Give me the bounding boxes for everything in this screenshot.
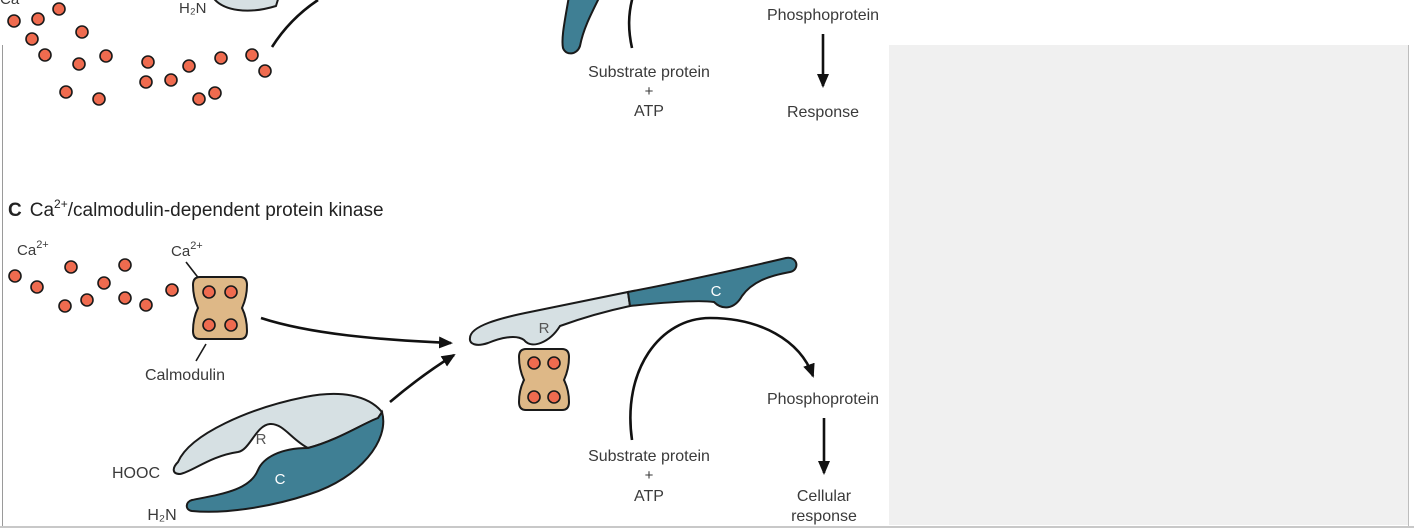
calcium-ion xyxy=(193,93,205,105)
calcium-ion xyxy=(59,300,71,312)
calcium-ion xyxy=(100,50,112,62)
regulatory-domain-fragment xyxy=(212,0,279,11)
calcium-ion xyxy=(53,3,65,15)
substrate-arc-top xyxy=(629,0,633,48)
calcium-ion xyxy=(60,86,72,98)
response-label-line2: response xyxy=(791,508,857,525)
calcium-ion xyxy=(9,270,21,282)
calcium-ion xyxy=(31,281,43,293)
panel-letter: C xyxy=(8,200,22,221)
substrate-label: Substrate protein xyxy=(588,448,710,465)
calcium-ion xyxy=(119,292,131,304)
binding-arrow xyxy=(261,318,451,343)
calcium-ion xyxy=(203,286,215,298)
calcium-ion xyxy=(225,319,237,331)
calcium-ion xyxy=(32,13,44,25)
h2n-label-top: H₂N xyxy=(179,0,207,17)
calcium-ion xyxy=(528,357,540,369)
calcium-ion xyxy=(203,319,215,331)
ca-label-cropped: Ca xyxy=(0,0,20,8)
calcium-ion xyxy=(26,33,38,45)
calcium-ion xyxy=(8,15,20,27)
calcium-ion xyxy=(165,74,177,86)
calcium-ion xyxy=(98,277,110,289)
calcium-ion xyxy=(166,284,178,296)
calcium-ion xyxy=(209,87,221,99)
calcium-ion xyxy=(548,357,560,369)
plus-label: + xyxy=(645,467,654,484)
atp-label-top: ATP xyxy=(634,103,664,120)
calcium-ion xyxy=(73,58,85,70)
calcium-ion xyxy=(81,294,93,306)
catalytic-letter-inactive: C xyxy=(275,471,286,488)
ca-label-free: Ca2+ xyxy=(17,239,49,259)
activation-arrow-top xyxy=(272,0,318,47)
calmodulin-bound xyxy=(519,349,569,410)
calcium-ion xyxy=(246,49,258,61)
calmodulin-pointer-line xyxy=(196,344,206,361)
panel-title: C Ca2+/calmodulin-dependent protein kinas… xyxy=(8,197,384,221)
panel-title-suffix: /calmodulin-dependent protein kinase xyxy=(68,200,384,221)
calcium-ion xyxy=(259,65,271,77)
calcium-ion xyxy=(548,391,560,403)
regulatory-letter-active: R xyxy=(539,320,550,337)
calcium-ion xyxy=(119,259,131,271)
calcium-ions-top xyxy=(8,3,271,105)
plus-label-top: + xyxy=(645,83,654,100)
panel-title-superscript: 2+ xyxy=(54,197,68,211)
calcium-ion xyxy=(140,299,152,311)
calcium-ion xyxy=(528,391,540,403)
calcium-ion xyxy=(225,286,237,298)
phosphoprotein-label-top: Phosphoprotein xyxy=(767,7,879,24)
h2n-label: H₂N xyxy=(147,507,176,524)
regulatory-domain-active xyxy=(470,292,630,345)
calcium-ion xyxy=(142,56,154,68)
calcium-ion xyxy=(215,52,227,64)
calmodulin xyxy=(193,277,247,339)
ca-label-bound: Ca2+ xyxy=(171,240,203,260)
catalytic-letter-active: C xyxy=(711,283,722,300)
substrate-label-top: Substrate protein xyxy=(588,64,710,81)
regulatory-letter-inactive: R xyxy=(256,431,267,448)
response-label-line1: Cellular xyxy=(797,488,852,505)
atp-label: ATP xyxy=(634,488,664,505)
calcium-ions-free xyxy=(9,259,178,312)
panel-title-prefix: Ca xyxy=(30,200,55,221)
catalytic-domain-fragment xyxy=(562,0,600,53)
phosphorylation-arrow xyxy=(630,318,813,440)
calcium-ion xyxy=(39,49,51,61)
calcium-ion xyxy=(93,93,105,105)
phosphoprotein-label: Phosphoprotein xyxy=(767,391,879,408)
calcium-ion xyxy=(183,60,195,72)
calmodulin-label: Calmodulin xyxy=(145,367,225,384)
top-fragment: Ca H₂N Phosphoprotein xyxy=(0,0,879,121)
calcium-ion xyxy=(76,26,88,38)
response-label-top: Response xyxy=(787,104,859,121)
calcium-ion xyxy=(140,76,152,88)
hooc-label: HOOC xyxy=(112,465,160,482)
activation-arrow xyxy=(390,355,454,402)
calcium-ion xyxy=(65,261,77,273)
